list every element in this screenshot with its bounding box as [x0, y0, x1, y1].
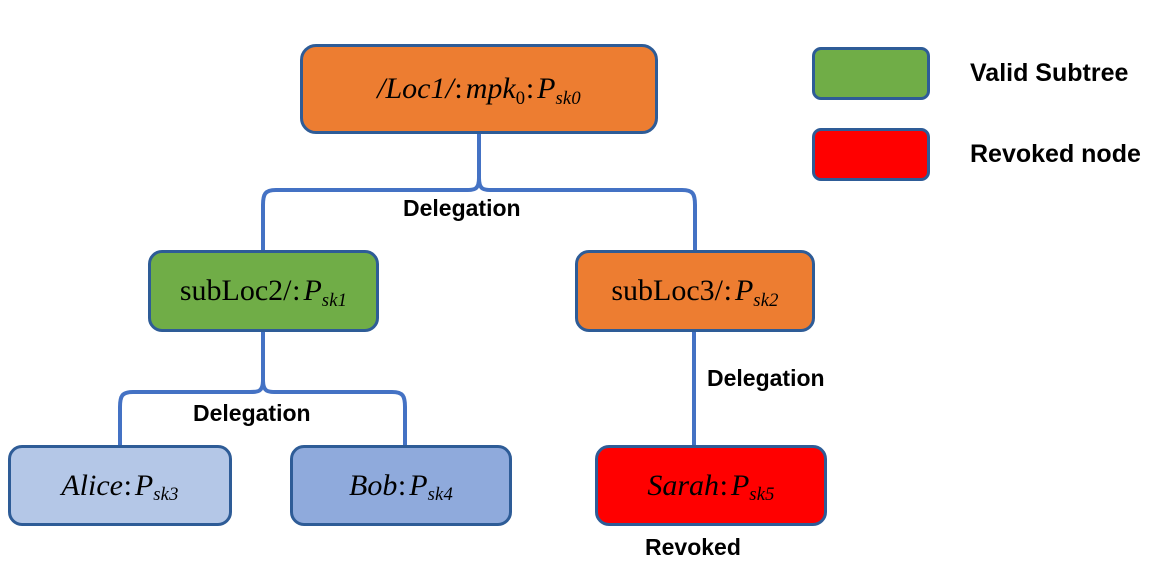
subloc2-node[interactable]: subLoc2/:Psk1: [148, 250, 379, 332]
bob-key-subscript: sk4: [427, 484, 453, 506]
alice-node[interactable]: Alice:Psk3: [8, 445, 232, 526]
subloc2-prefix: subLoc2/: [179, 274, 292, 307]
alice-key: P: [134, 468, 154, 502]
sarah-colon: :: [719, 468, 728, 502]
legend-swatch-valid-subtree: [812, 47, 930, 100]
alice-key-subscript: sk3: [153, 484, 179, 506]
alice-colon: :: [123, 468, 132, 502]
subloc2-node-label: subLoc2/:Psk1: [179, 274, 347, 310]
subloc3-colon: :: [723, 274, 732, 307]
root-mpk-subscript: 0: [515, 87, 526, 109]
subloc2-colon: :: [292, 274, 301, 307]
sarah-key-subscript: sk5: [749, 484, 775, 506]
root-node[interactable]: /Loc1/:mpk0:Psk0: [300, 44, 658, 134]
subloc2-key-subscript: sk1: [321, 289, 348, 311]
legend-item-revoked-node: Revoked node: [812, 128, 1141, 181]
legend-label-revoked-node: Revoked node: [970, 140, 1141, 168]
bob-key: P: [409, 468, 428, 502]
bob-node-label: Bob:Psk4: [349, 468, 453, 504]
subloc3-node-label: subLoc3/:Psk2: [611, 274, 778, 310]
legend-label-valid-subtree: Valid Subtree: [970, 59, 1129, 87]
root-key-subscript: sk0: [555, 87, 581, 109]
root-key: P: [537, 72, 556, 105]
sarah-prefix: Sarah: [647, 468, 720, 502]
sarah-node-label: Sarah:Psk5: [647, 468, 774, 504]
root-node-label: /Loc1/:mpk0:Psk0: [377, 72, 581, 108]
root-prefix: /Loc1/: [377, 72, 454, 105]
subloc3-node[interactable]: subLoc3/:Psk2: [575, 250, 815, 332]
bob-prefix: Bob: [349, 468, 398, 502]
root-colon-2: :: [525, 72, 535, 105]
root-colon-1: :: [454, 72, 463, 105]
root-mpk: mpk: [465, 72, 516, 105]
subloc3-prefix: subLoc3/: [611, 274, 723, 307]
delegation-label-subloc2: Delegation: [193, 400, 311, 426]
bob-node[interactable]: Bob:Psk4: [290, 445, 512, 526]
delegation-label-root: Delegation: [403, 195, 521, 221]
bob-colon: :: [397, 468, 407, 502]
sarah-key: P: [730, 468, 750, 502]
subloc3-key-subscript: sk2: [753, 289, 779, 311]
subloc3-key: P: [734, 274, 754, 307]
alice-node-label: Alice:Psk3: [61, 468, 178, 504]
legend-item-valid-subtree: Valid Subtree: [812, 47, 1128, 100]
sarah-node[interactable]: Sarah:Psk5: [595, 445, 827, 526]
delegation-label-subloc3: Delegation: [707, 365, 825, 391]
alice-prefix: Alice: [61, 468, 123, 502]
legend-swatch-revoked-node: [812, 128, 930, 181]
revoked-annotation: Revoked: [645, 534, 741, 560]
subloc2-key: P: [303, 274, 322, 307]
